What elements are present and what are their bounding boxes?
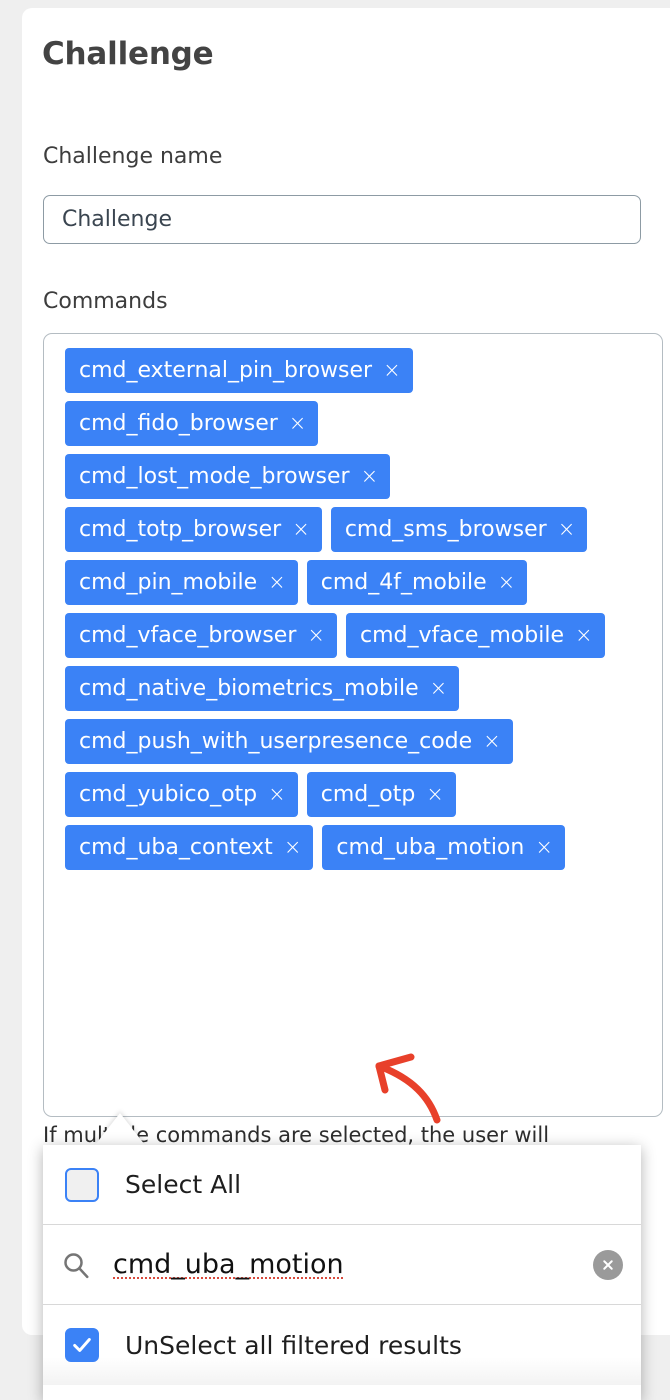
dropdown-search-input[interactable] — [113, 1249, 593, 1280]
command-chip-remove-icon[interactable]: × — [483, 729, 501, 753]
command-chip-remove-icon[interactable]: × — [383, 358, 401, 382]
unselect-filtered-checkbox[interactable] — [65, 1328, 99, 1362]
command-chip-remove-icon[interactable]: × — [497, 570, 516, 594]
page-title: Challenge — [42, 36, 214, 72]
command-chip-remove-icon[interactable]: × — [557, 517, 576, 541]
command-chip-label: cmd_vface_browser — [79, 622, 297, 648]
command-chip-label: cmd_uba_motion — [336, 834, 525, 860]
command-chip-label: cmd_external_pin_browser — [79, 357, 373, 383]
command-chip[interactable]: cmd_push_with_userpresence_code × — [65, 719, 513, 764]
command-chip-label: cmd_uba_context — [79, 834, 273, 860]
command-chip-remove-icon[interactable]: × — [283, 835, 302, 859]
command-chip-remove-icon[interactable]: × — [360, 464, 379, 488]
command-chip[interactable]: cmd_yubico_otp × — [65, 772, 298, 817]
command-chip-label: cmd_totp_browser — [79, 516, 282, 542]
command-chip[interactable]: cmd_lost_mode_browser × — [65, 454, 391, 499]
command-chip-label: cmd_pin_mobile — [79, 569, 258, 595]
command-chip-remove-icon[interactable]: × — [288, 411, 307, 435]
command-chip-label: cmd_lost_mode_browser — [79, 463, 350, 489]
command-chip[interactable]: cmd_sms_browser × — [330, 507, 588, 552]
command-chip[interactable]: cmd_otp × — [306, 772, 456, 817]
command-chip-remove-icon[interactable]: × — [535, 835, 553, 859]
select-all-label: Select All — [125, 1170, 242, 1199]
command-chip-remove-icon[interactable]: × — [268, 570, 286, 594]
command-chip-remove-icon[interactable]: × — [292, 517, 310, 541]
dropdown-caret-icon — [95, 1113, 145, 1145]
command-chip-label: cmd_otp — [320, 781, 416, 807]
command-chip-label: cmd_push_with_userpresence_code — [79, 728, 473, 754]
search-icon[interactable] — [61, 1250, 91, 1280]
command-chip[interactable]: cmd_4f_mobile × — [306, 560, 528, 605]
command-chip-remove-icon[interactable]: × — [426, 782, 444, 806]
command-chip[interactable]: cmd_uba_motion × — [322, 825, 565, 870]
commands-multiselect[interactable]: cmd_external_pin_browser×cmd_fido_browse… — [43, 333, 663, 1117]
clear-search-icon[interactable] — [593, 1249, 623, 1280]
commands-dropdown-panel: Select All UnSelect all filtered results — [43, 1145, 641, 1400]
challenge-name-input[interactable] — [43, 195, 641, 244]
challenge-name-label: Challenge name — [43, 144, 223, 169]
dropdown-search-row[interactable] — [43, 1225, 641, 1305]
command-chip[interactable]: cmd_fido_browser × — [65, 401, 319, 446]
command-chip[interactable]: cmd_pin_mobile × — [65, 560, 298, 605]
command-chip-label: cmd_sms_browser — [344, 516, 547, 542]
command-chip-label: cmd_yubico_otp — [79, 781, 258, 807]
command-chip-label: cmd_fido_browser — [79, 410, 278, 436]
command-chip-label: cmd_native_biometrics_mobile — [79, 675, 419, 701]
unselect-filtered-label: UnSelect all filtered results — [125, 1330, 462, 1360]
command-chip[interactable]: cmd_native_biometrics_mobile × — [65, 666, 460, 711]
command-chip-label: cmd_4f_mobile — [320, 569, 487, 595]
command-chip[interactable]: cmd_uba_context × — [65, 825, 314, 870]
select-all-checkbox[interactable] — [65, 1167, 99, 1202]
command-chip[interactable]: cmd_external_pin_browser × — [65, 348, 413, 393]
selected-commands-list: cmd_external_pin_browser×cmd_fido_browse… — [44, 348, 662, 870]
dropdown-option-select-all[interactable]: Select All — [43, 1145, 641, 1225]
command-chip-remove-icon[interactable]: × — [268, 782, 286, 806]
command-chip-remove-icon[interactable]: × — [574, 623, 593, 647]
commands-label: Commands — [43, 289, 168, 314]
command-chip-label: cmd_vface_mobile — [360, 622, 564, 648]
command-chip[interactable]: cmd_vface_mobile × — [346, 613, 605, 658]
command-chip-remove-icon[interactable]: × — [429, 676, 448, 700]
command-chip-remove-icon[interactable]: × — [307, 623, 325, 647]
command-chip[interactable]: cmd_vface_browser × — [65, 613, 337, 658]
dropdown-option-unselect-filtered[interactable]: UnSelect all filtered results — [43, 1305, 641, 1385]
command-chip[interactable]: cmd_totp_browser × — [65, 507, 322, 552]
